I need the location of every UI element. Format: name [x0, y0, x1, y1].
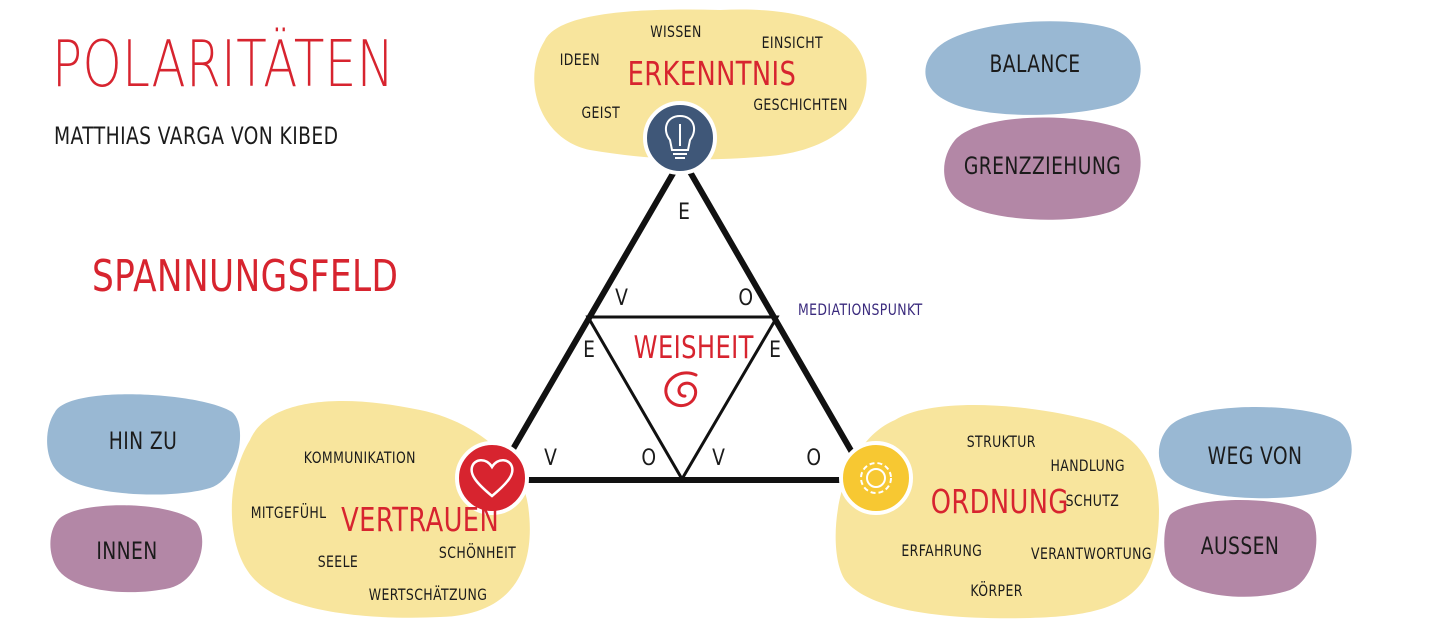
- letter-bottom-right-v: V: [712, 446, 726, 471]
- word-handlung: HANDLUNG: [1050, 456, 1125, 475]
- word-verantwortung: VERANTWORTUNG: [1031, 544, 1152, 563]
- weg-von-label: WEG VON: [1207, 442, 1303, 470]
- grenzziehung-label: GRENZZIEHUNG: [963, 152, 1122, 180]
- word-geist: GEIST: [581, 103, 621, 122]
- word-seele: SEELE: [317, 552, 359, 571]
- innen-label: INNEN: [96, 537, 158, 565]
- weg-von-blob: [1158, 406, 1352, 499]
- letter-left-v: V: [615, 286, 629, 311]
- mediation-label: MEDIATIONSPUNKT: [798, 300, 923, 319]
- aussen-blob: [1164, 500, 1317, 597]
- word-schutz: SCHUTZ: [1065, 491, 1120, 510]
- gear-icon: [860, 462, 892, 494]
- ordnung-node: [839, 441, 913, 515]
- letter-bottom-right-o: O: [806, 446, 822, 471]
- word-kommunikation: KOMMUNIKATION: [303, 448, 416, 467]
- heart-icon: [470, 459, 514, 498]
- word-erfahrung: ERFAHRUNG: [901, 541, 983, 560]
- word-einsicht: EINSICHT: [761, 33, 824, 52]
- balance-blob: [925, 21, 1141, 115]
- word-wertschaetzung: WERTSCHÄTZUNG: [368, 585, 488, 604]
- word-schoenheit: SCHÖNHEIT: [438, 543, 517, 562]
- innen-blob: [50, 505, 203, 593]
- grenzziehung-blob: [944, 117, 1141, 220]
- vertrauen-cloud: [231, 401, 530, 618]
- ordnung-label: ORDNUNG: [930, 482, 1069, 521]
- letter-bottom-left-v: V: [544, 446, 558, 471]
- spiral-icon: [664, 371, 698, 408]
- letter-mid-right-e: E: [769, 338, 782, 363]
- word-koerper: KÖRPER: [970, 581, 1023, 600]
- letter-mid-left-e: E: [583, 338, 596, 363]
- erkenntnis-cloud: [534, 9, 867, 160]
- word-geschichten: GESCHICHTEN: [753, 95, 848, 114]
- vertrauen-node: [455, 441, 529, 515]
- letter-top-e: E: [678, 200, 691, 225]
- hin-zu-blob: [47, 394, 241, 495]
- page-title: POLARITÄTEN: [52, 28, 395, 102]
- ordnung-cloud: [835, 404, 1159, 619]
- letter-bottom-left-o: O: [641, 446, 657, 471]
- aussen-label: AUSSEN: [1200, 532, 1280, 560]
- center-label: WEISHEIT: [633, 330, 754, 366]
- hin-zu-label: HIN ZU: [108, 427, 178, 455]
- word-mitgefuehl: MITGEFÜHL: [250, 503, 327, 522]
- balance-label: BALANCE: [989, 50, 1081, 78]
- vertrauen-label: VERTRAUEN: [341, 500, 500, 539]
- word-ideen: IDEEN: [559, 50, 601, 69]
- word-struktur: STRUKTUR: [966, 432, 1036, 451]
- erkenntnis-node: [643, 101, 717, 175]
- erkenntnis-label: ERKENNTNIS: [627, 54, 797, 93]
- word-wissen: WISSEN: [650, 22, 702, 41]
- spannungsfeld-label: SPANNUNGSFELD: [92, 251, 399, 302]
- letter-left-o: O: [738, 286, 754, 311]
- author-subtitle: MATTHIAS VARGA VON KIBED: [54, 122, 339, 150]
- inner-triangle: [585, 315, 780, 482]
- lightbulb-icon: [664, 114, 696, 159]
